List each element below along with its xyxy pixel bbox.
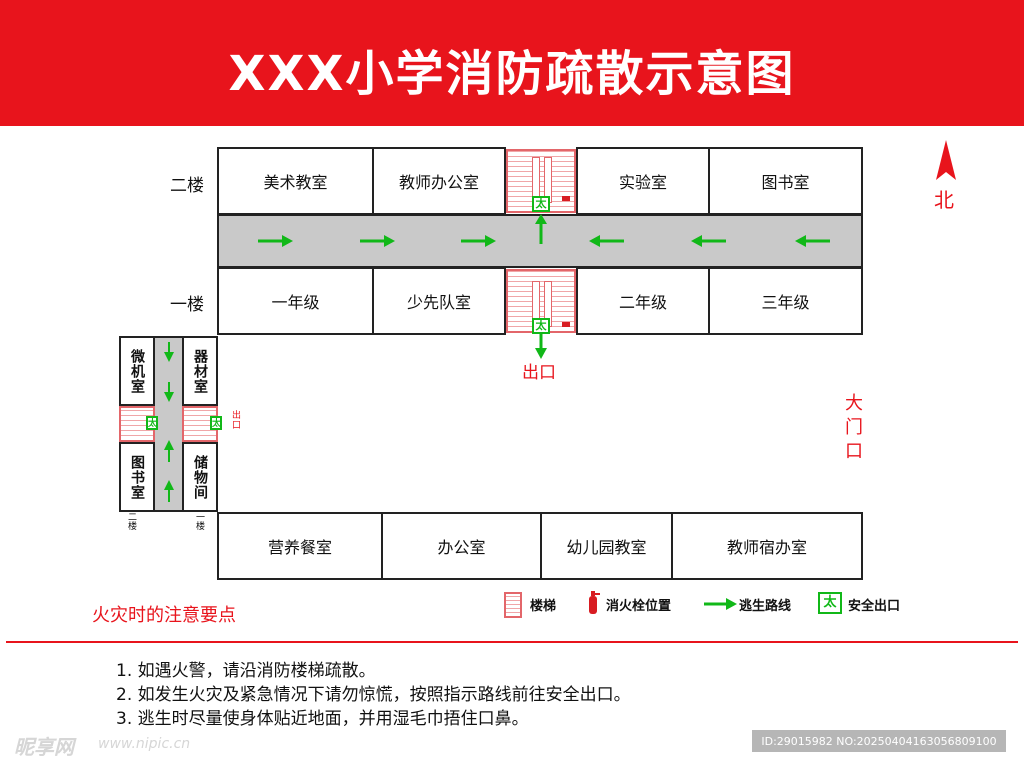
safe-exit-sign-lower: 太 [532,318,550,334]
safe-exit-sign-west: 太 [210,416,222,430]
north-arrow-icon [936,140,956,180]
floor-label-first: 一楼 [170,295,204,315]
escape-arrow-icon [535,214,547,244]
room-teacher-office: 教师办公室 [372,147,506,215]
escape-arrow-icon [258,235,293,247]
hydrant-icon [562,196,570,201]
watermark-brand: 昵享网 [14,735,74,759]
escape-arrow-icon [164,480,174,502]
room-laboratory: 实验室 [576,147,710,215]
room-office: 办公室 [381,512,542,580]
main-gate-label: 大门口 [845,393,863,462]
escape-arrow-icon [691,235,726,247]
escape-arrow-icon [164,440,174,462]
note-item: 2. 如发生火灾及紧急情况下请勿惊慌，按照指示路线前往安全出口。 [116,685,631,705]
note-item: 3. 逃生时尽量使身体贴近地面，并用湿毛巾捂住口鼻。 [116,709,529,729]
escape-route-legend-icon [704,598,737,610]
room-grade-three: 三年级 [708,267,863,335]
room-kindergarten: 幼儿园教室 [540,512,673,580]
escape-arrow-icon [535,334,547,359]
watermark-id: ID:29015982 NO:20250404163056809100 [752,730,1006,752]
hydrant-icon [562,322,570,327]
room-library-west: 图书室 [119,442,155,512]
title-banner [0,0,1024,126]
floor-label-second: 二楼 [170,176,204,196]
room-teacher-dormitory: 教师宿办室 [671,512,863,580]
safe-exit-sign-west: 太 [146,416,158,430]
safe-exit-sign-upper: 太 [532,196,550,212]
escape-arrow-icon [164,382,174,402]
stairs-upper [506,149,576,213]
legend-exit-label: 安全出口 [848,599,901,614]
note-item: 1. 如遇火警，请沿消防楼梯疏散。 [116,661,376,681]
hydrant-legend-icon [589,591,600,614]
stairs-legend-icon [504,592,522,618]
room-nutrition-canteen: 营养餐室 [217,512,383,580]
room-grade-one: 一年级 [217,267,374,335]
escape-arrow-icon [360,235,395,247]
escape-arrow-icon [461,235,496,247]
room-grade-two: 二年级 [576,267,710,335]
safe-exit-legend-icon: 太 [818,592,842,614]
west-floor-mark-first: 一楼 [196,513,206,532]
watermark-url: www.nipic.cn [98,736,191,752]
compass-label: 北 [934,188,954,212]
west-exit-label: 出口 [232,411,242,431]
notes-heading: 火灾时的注意要点 [92,605,236,626]
legend-stairs-label: 楼梯 [530,599,557,614]
page-title: XXX小学消防疏散示意图 [228,46,796,102]
exit-label: 出口 [522,363,556,383]
room-art-classroom: 美术教室 [217,147,374,215]
legend-hydrant-label: 消火栓位置 [606,599,672,614]
escape-arrow-icon [795,235,830,247]
room-equipment: 器材室 [182,336,218,406]
legend-route-label: 逃生路线 [739,599,792,614]
west-floor-mark-second: 二楼 [128,513,138,532]
room-library-upper: 图书室 [708,147,863,215]
escape-arrow-icon [589,235,624,247]
room-young-pioneers: 少先队室 [372,267,506,335]
escape-arrow-icon [164,342,174,362]
notes-list: 1. 如遇火警，请沿消防楼梯疏散。 2. 如发生火灾及紧急情况下请勿惊慌，按照指… [116,659,876,731]
divider [6,641,1018,643]
room-storage: 储物间 [182,442,218,512]
room-computer-lab: 微机室 [119,336,155,406]
